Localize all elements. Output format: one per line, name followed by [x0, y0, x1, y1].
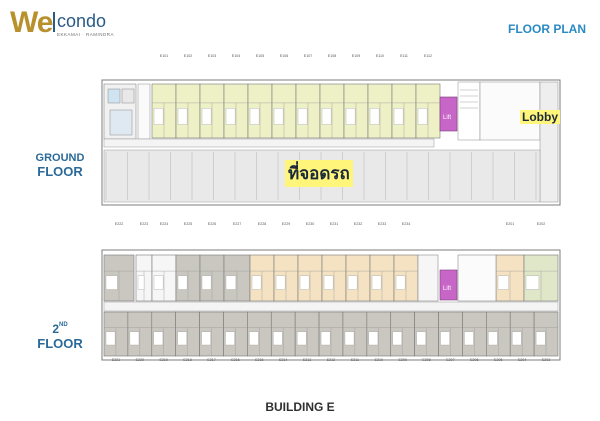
ground-floor-label-line2: FLOOR — [37, 164, 83, 179]
ground-floor-label: GROUND FLOOR — [30, 152, 90, 179]
unit-number-e228: E228 — [257, 222, 267, 226]
unit-number-e230: E230 — [305, 222, 315, 226]
unit-number-e107: E107 — [303, 54, 313, 58]
unit-number-e234: E234 — [401, 222, 411, 226]
second-floor-plan — [101, 249, 561, 361]
unit-number-e231: E231 — [329, 222, 339, 226]
unit-number-e111: E111 — [400, 54, 408, 58]
unit-number-e207: E207 — [446, 358, 455, 362]
unit-number-e106: E106 — [279, 54, 289, 58]
second-floor-label: 2ND FLOOR — [30, 322, 90, 351]
unit-number-e103: E103 — [207, 54, 217, 58]
unit-number-e205: E205 — [494, 358, 503, 362]
unit-number-e211: E211 — [350, 358, 359, 362]
unit-number-e109: E109 — [351, 54, 361, 58]
unit-number-e105: E105 — [255, 54, 265, 58]
unit-number-e209: E209 — [398, 358, 407, 362]
unit-number-e218: E218 — [183, 358, 192, 362]
unit-number-e232: E232 — [353, 222, 363, 226]
logo-subtitle: EKKAMAI · RAMINDRA — [57, 32, 115, 37]
unit-number-e222: E222 — [114, 222, 124, 226]
unit-number-e220: E220 — [135, 358, 145, 362]
unit-number-e104: E104 — [231, 54, 241, 58]
unit-number-e229: E229 — [281, 222, 291, 226]
unit-number-e102: E102 — [183, 54, 193, 58]
unit-number-e108: E108 — [327, 54, 337, 58]
unit-number-e214: E214 — [278, 358, 288, 362]
unit-number-e225: E225 — [183, 222, 193, 226]
second-floor-lift — [439, 269, 458, 301]
unit-number-e226: E226 — [207, 222, 217, 226]
unit-number-e223: E223 — [139, 222, 149, 226]
ground-lift-label: Lift — [443, 115, 452, 121]
unit-number-e221: E221 — [111, 358, 121, 362]
unit-number-e112: E112 — [423, 54, 433, 58]
unit-number-e233: E233 — [377, 222, 387, 226]
unit-number-e224: E224 — [159, 222, 169, 226]
unit-number-e215: E215 — [255, 358, 264, 362]
unit-number-e204: E204 — [517, 358, 527, 362]
unit-number-e216: E216 — [231, 358, 240, 362]
unit-number-e201: E201 — [505, 222, 515, 226]
unit-number-e219: E219 — [159, 358, 168, 362]
second-floor-label-sup: ND — [59, 322, 68, 328]
lobby-label: Lobby — [520, 110, 560, 124]
unit-number-e212: E212 — [326, 358, 336, 362]
building-label: BUILDING E — [265, 400, 335, 414]
logo-condo: condo — [57, 11, 107, 31]
unit-number-e202: E202 — [536, 222, 546, 226]
unit-number-e210: E210 — [374, 358, 383, 362]
unit-number-e101: E101 — [159, 54, 169, 58]
ground-floor-plan — [101, 79, 561, 206]
unit-number-e206: E206 — [470, 358, 479, 362]
ground-floor-label-line1: GROUND — [35, 152, 85, 164]
unit-number-e208: E208 — [422, 358, 431, 362]
second-floor-label-number: 2 — [52, 322, 59, 336]
second-lift-label: Lift — [443, 286, 452, 292]
page-title: FLOOR PLAN — [508, 22, 586, 36]
ground-lift — [439, 96, 458, 132]
unit-number-e217: E217 — [207, 358, 216, 362]
parking-label: ที่จอดรถ — [285, 160, 353, 187]
logo-divider — [53, 12, 55, 32]
unit-number-e213: E213 — [302, 358, 312, 362]
unit-number-e227: E227 — [232, 222, 242, 226]
second-floor-label-line2: FLOOR — [37, 336, 83, 351]
unit-number-e203: E203 — [541, 358, 551, 362]
logo-we: We — [10, 6, 53, 39]
unit-number-e110: E110 — [375, 54, 385, 58]
